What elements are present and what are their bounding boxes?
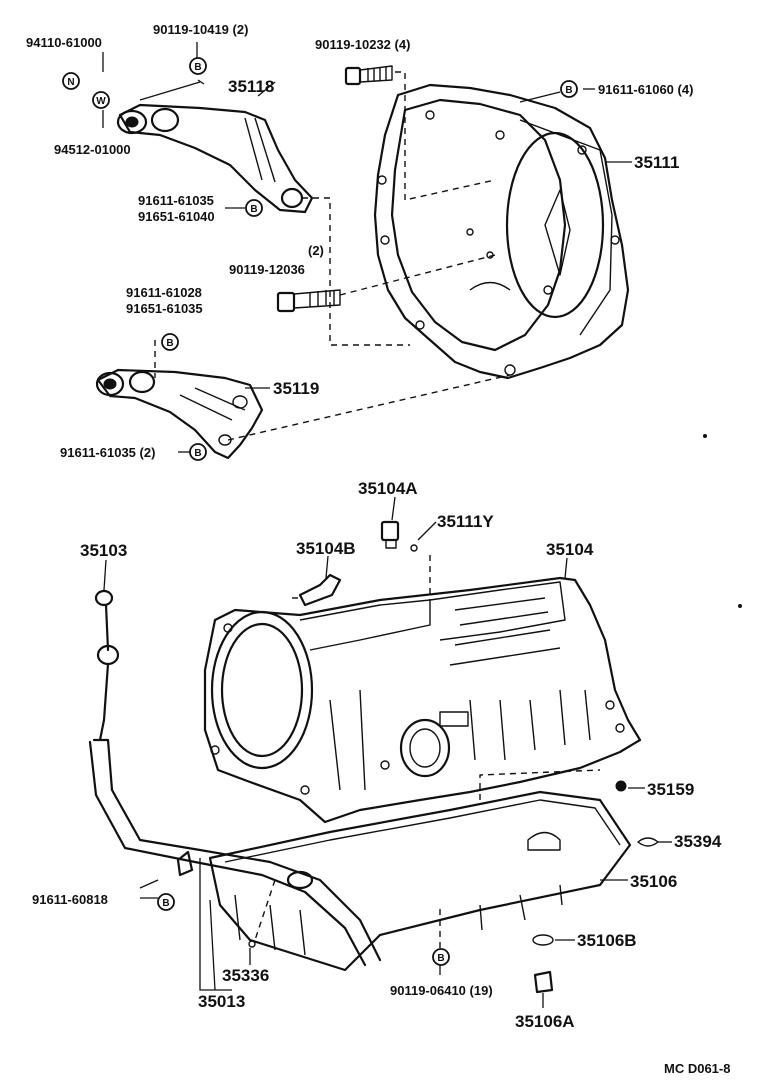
union-35104B — [298, 573, 342, 607]
transmission-case — [203, 576, 642, 824]
badge-b-61060: B — [560, 80, 578, 98]
label-91611-61035-a: 91611-61035 — [138, 193, 214, 208]
bolt-90119-10232 — [344, 65, 393, 86]
label-90119-10232: 90119-10232 (4) — [315, 37, 410, 52]
gasket-35106B — [532, 934, 554, 946]
badge-b-60818: B — [157, 893, 175, 911]
label-35106B: 35106B — [577, 931, 637, 950]
label-35118: 35118 — [228, 77, 274, 96]
label-qty-2: (2) — [308, 243, 324, 258]
label-35104: 35104 — [546, 540, 594, 559]
label-91611-61060: 91611-61060 (4) — [598, 82, 693, 97]
badge-b-61040: B — [245, 199, 263, 217]
svg-text:B: B — [565, 85, 572, 96]
gasket-35394 — [637, 837, 659, 847]
badge-n: N — [62, 72, 80, 90]
label-91651-61040: 91651-61040 — [138, 209, 215, 224]
label-35103: 35103 — [80, 541, 127, 560]
footer-code: MC D061-8 — [664, 1061, 730, 1076]
bracket-clip — [176, 850, 194, 877]
oil-pan — [208, 790, 632, 972]
label-35119: 35119 — [273, 379, 319, 398]
label-90119-06410: 90119-06410 (19) — [390, 983, 493, 998]
plug-35159 — [615, 780, 627, 792]
svg-text:B: B — [437, 953, 444, 964]
o-ring-35111Y — [410, 544, 418, 552]
label-90119-12036: 90119-12036 — [229, 262, 305, 277]
bracket-35119 — [95, 368, 264, 460]
svg-text:W: W — [96, 96, 106, 107]
speck — [703, 434, 707, 438]
label-94110-61000: 94110-61000 — [26, 35, 102, 50]
label-35111Y: 35111Y — [437, 512, 494, 531]
dipstick-and-tube — [88, 589, 382, 967]
label-94512-01000: 94512-01000 — [54, 142, 131, 157]
label-35106A: 35106A — [515, 1012, 575, 1031]
speck — [738, 604, 742, 608]
svg-text:B: B — [162, 898, 169, 909]
label-35159: 35159 — [647, 780, 694, 799]
label-35013: 35013 — [198, 992, 245, 1011]
breather-35104A — [380, 520, 400, 549]
label-35336: 35336 — [222, 966, 269, 985]
label-35104A: 35104A — [358, 479, 418, 498]
bolt-90119-12036 — [276, 289, 341, 313]
label-35106: 35106 — [630, 872, 677, 891]
badge-w: W — [92, 91, 110, 109]
bell-housing — [373, 83, 630, 380]
svg-text:B: B — [194, 448, 201, 459]
badge-b-61035-2: B — [189, 443, 207, 461]
svg-text:B: B — [166, 338, 173, 349]
svg-text:N: N — [67, 77, 74, 88]
drain-plug-35106A — [533, 970, 554, 994]
o-ring-35336 — [248, 940, 256, 948]
svg-text:B: B — [194, 62, 201, 73]
label-91611-61035-2: 91611-61035 (2) — [60, 445, 155, 460]
badge-b-10419: B — [189, 57, 207, 75]
svg-text:B: B — [250, 204, 257, 215]
label-35111: 35111 — [634, 153, 679, 172]
badge-b-06410: B — [432, 948, 450, 966]
badge-b-61035: B — [161, 333, 179, 351]
label-91611-61028: 91611-61028 — [126, 285, 202, 300]
label-91611-60818: 91611-60818 — [32, 892, 108, 907]
label-35394: 35394 — [674, 832, 722, 851]
label-91651-61035: 91651-61035 — [126, 301, 203, 316]
label-90119-10419: 90119-10419 (2) — [153, 22, 248, 37]
label-35104B: 35104B — [296, 539, 356, 558]
